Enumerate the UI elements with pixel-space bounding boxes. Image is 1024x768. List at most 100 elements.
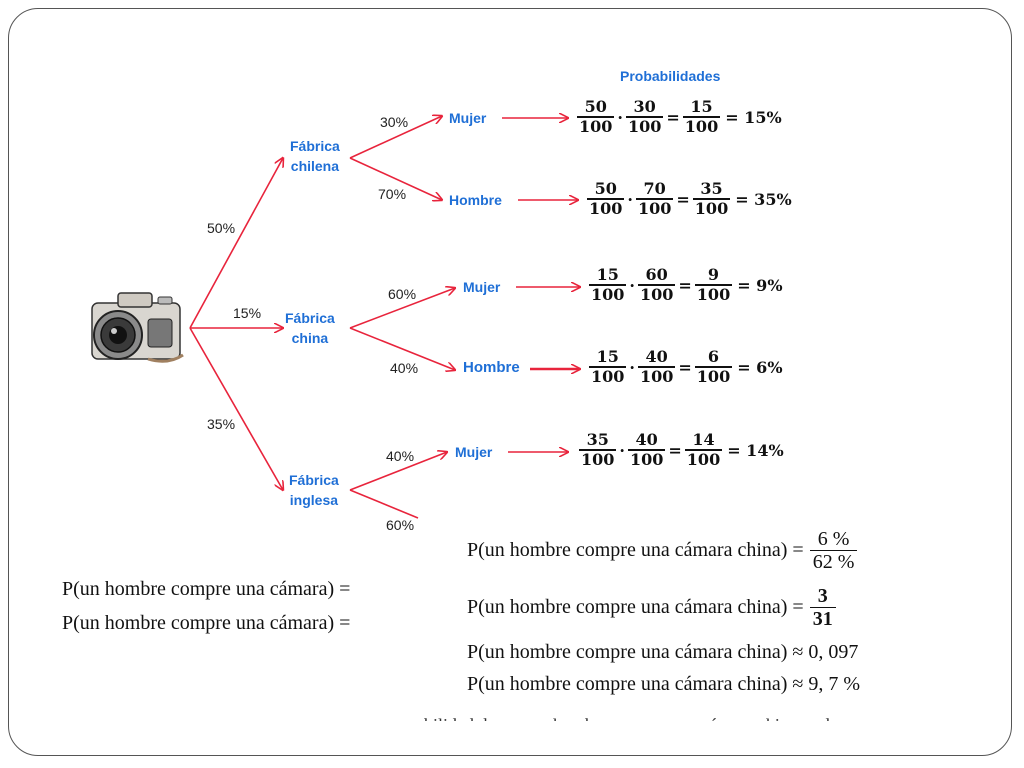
math-line-1: P(un hombre compre una cámara china) = 6… (467, 528, 858, 573)
numerator: 15 (596, 265, 619, 284)
arrow-root-inglesa (189, 327, 283, 490)
numerator: 30 (633, 97, 656, 116)
denominator: 100 (694, 284, 733, 304)
node-line1: Fábrica (285, 310, 335, 326)
numerator: 50 (594, 179, 617, 198)
denominator: 100 (579, 449, 617, 469)
node-fabrica-inglesa: Fábrica inglesa (289, 470, 339, 510)
numerator: 60 (645, 265, 668, 284)
denominator: 100 (589, 284, 627, 304)
node-line2: china (291, 330, 329, 346)
pct-branch-1: 30% (380, 114, 409, 130)
equals-operator: = (666, 107, 680, 127)
equals-operator: = (678, 357, 692, 377)
numerator: 6 (707, 347, 720, 366)
pct-branch-2: 70% (378, 186, 407, 202)
arrow-chilena-hombre (349, 157, 442, 200)
result: = 9% (737, 275, 783, 295)
node-line2: chilena (290, 158, 340, 174)
numerator: 70 (643, 179, 666, 198)
arrow-inglesa-hombre (349, 489, 419, 519)
math-line-4: P(un hombre compre una cámara china) ≈ 9… (467, 673, 861, 695)
numerator: 3 (817, 585, 828, 607)
slide-frame (8, 8, 1012, 756)
arrow-china-hombre (349, 327, 455, 370)
math-left-line-2: P(un hombre compre una cámara) = (62, 612, 351, 634)
denominator: 62 % (809, 550, 858, 573)
node-mujer-1: Mujer (449, 110, 487, 126)
numerator: 6 % (817, 528, 850, 550)
denominator: 100 (577, 116, 615, 136)
camera-icon (91, 292, 184, 363)
arrow-chilena-mujer (349, 116, 442, 159)
equals-operator: = (676, 189, 690, 209)
numerator: 15 (596, 347, 619, 366)
math-line-3: P(un hombre compre una cámara china) ≈ 0… (467, 641, 859, 663)
denominator: 100 (692, 198, 731, 218)
probabilities-title: Probabilidades (620, 68, 721, 84)
pct-branch-3: 60% (388, 286, 417, 302)
pct-chilena: 50% (207, 220, 236, 236)
pct-branch-4: 40% (390, 360, 419, 376)
numerator: 9 (707, 265, 720, 284)
numerator: 35 (586, 430, 609, 449)
fraction: 6 %62 % (809, 528, 858, 573)
node-mujer-3: Mujer (455, 444, 493, 460)
node-mujer-2: Mujer (463, 279, 501, 295)
dot-operator: · (629, 357, 635, 377)
arrow-root-chilena (189, 158, 283, 329)
denominator: 100 (625, 116, 664, 136)
denominator: 100 (589, 366, 627, 386)
cropped-text-line: bilidad de que un hombre compre una cáma… (424, 712, 984, 721)
equals-operator: = (668, 440, 682, 460)
numerator: 14 (692, 430, 715, 449)
denominator: 100 (684, 449, 723, 469)
node-fabrica-chilena: Fábrica chilena (290, 136, 340, 176)
denominator: 31 (809, 607, 836, 630)
denominator: 100 (637, 366, 676, 386)
result: = 6% (737, 357, 783, 377)
math-line-2: P(un hombre compre una cámara china) = 3… (467, 585, 837, 630)
node-line1: Fábrica (289, 472, 339, 488)
numerator: 40 (635, 430, 658, 449)
pct-branch-6: 60% (386, 517, 415, 533)
numerator: 35 (700, 179, 723, 198)
numerator: 40 (645, 347, 668, 366)
arrow-inglesa-mujer (349, 452, 447, 491)
math-lhs: P(un hombre compre una cámara china) = (467, 596, 804, 618)
numerator: 15 (690, 97, 713, 116)
denominator: 100 (587, 198, 625, 218)
node-line1: Fábrica (290, 138, 340, 154)
node-line2: inglesa (289, 492, 339, 508)
pct-branch-5: 40% (386, 448, 415, 464)
equals-operator: = (678, 275, 692, 295)
denominator: 100 (694, 366, 733, 386)
dot-operator: · (617, 107, 623, 127)
numerator: 50 (584, 97, 607, 116)
dot-operator: · (629, 275, 635, 295)
node-hombre-2: Hombre (463, 359, 520, 376)
math-lhs: P(un hombre compre una cámara china) = (467, 539, 804, 561)
result: = 14% (727, 440, 784, 460)
denominator: 100 (637, 284, 676, 304)
denominator: 100 (682, 116, 721, 136)
math-left-line-1: P(un hombre compre una cámara) = (62, 578, 351, 600)
